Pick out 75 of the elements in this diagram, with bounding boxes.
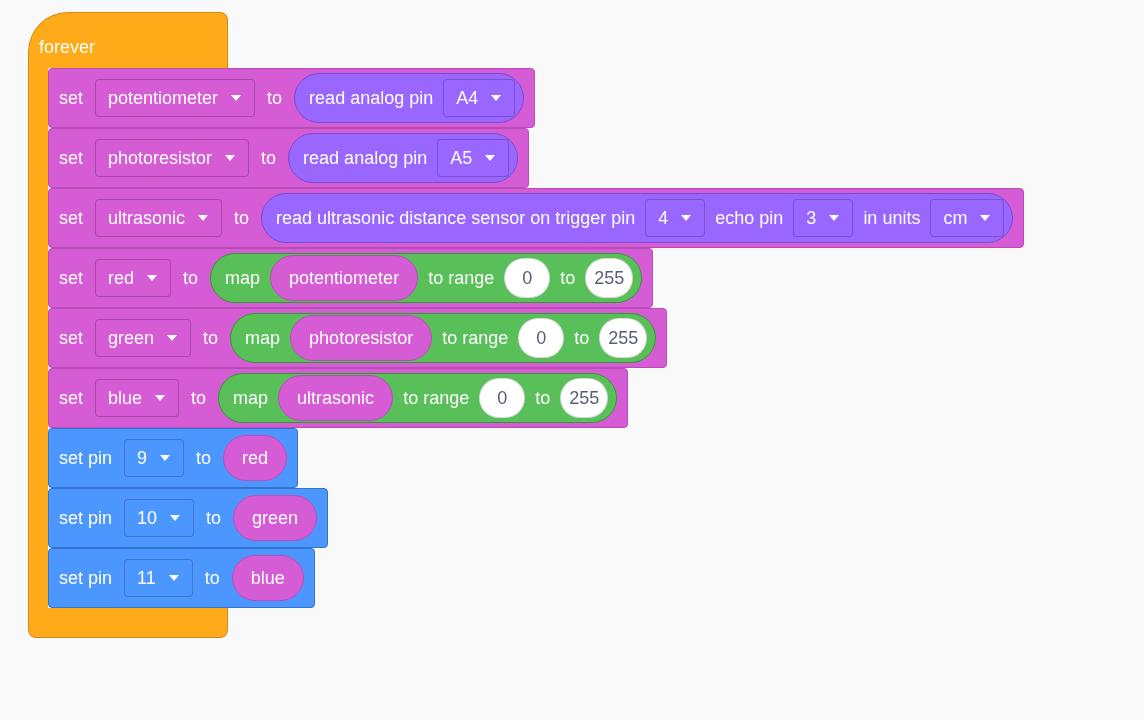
- dropdown-menu: ultrasonic: [95, 199, 223, 237]
- dropdown-menu: photoresistor: [95, 139, 250, 177]
- block-label: to: [560, 267, 576, 289]
- block-label: to range: [442, 327, 509, 349]
- block-label: to: [203, 327, 219, 349]
- map-reporter-block: [218, 373, 618, 423]
- dropdown-menu: 11: [124, 559, 193, 597]
- block-label: to: [191, 387, 207, 409]
- variable-reporter: blue: [231, 555, 304, 601]
- number-field: 255: [560, 378, 609, 418]
- block-label: in units: [863, 207, 921, 229]
- variable-reporter: green: [233, 495, 318, 541]
- number-field: 0: [518, 318, 565, 358]
- forever-loop-header: [28, 12, 228, 68]
- number-field: 0: [479, 378, 526, 418]
- variable-reporter: ultrasonic: [278, 375, 394, 421]
- block-label: map: [245, 327, 281, 349]
- set-variable-block: [48, 128, 530, 188]
- dropdown-menu: green: [95, 319, 192, 357]
- block-label: read ultrasonic distance sensor on trigger pin: [276, 207, 636, 229]
- dropdown-menu: 4: [645, 199, 706, 237]
- number-field: 255: [585, 258, 634, 298]
- dropdown-menu: 3: [793, 199, 854, 237]
- block-label: to: [267, 87, 283, 109]
- block-label: set: [59, 267, 83, 289]
- set-variable-block: [48, 188, 1025, 248]
- dropdown-menu: 9: [124, 439, 185, 477]
- set-variable-block: [48, 68, 536, 128]
- variable-reporter: red: [223, 435, 288, 481]
- block-label: set: [59, 387, 83, 409]
- sensor-reporter-block: [288, 133, 519, 183]
- block-label: to: [183, 267, 199, 289]
- block-label: echo pin: [715, 207, 784, 229]
- dropdown-menu: A4: [443, 79, 516, 117]
- dropdown-menu: red: [95, 259, 172, 297]
- dropdown-menu: cm: [930, 199, 1005, 237]
- set-variable-block: [48, 368, 629, 428]
- set-pin-block: [48, 488, 329, 548]
- block-label: to: [234, 207, 250, 229]
- number-field: 255: [599, 318, 648, 358]
- block-label: to: [535, 387, 551, 409]
- block-label: map: [225, 267, 261, 289]
- block-label: read analog pin: [309, 87, 434, 109]
- block-label: to: [261, 147, 277, 169]
- block-label: set: [59, 87, 83, 109]
- block-label: forever: [39, 37, 96, 58]
- block-label: set pin: [59, 507, 113, 529]
- set-variable-block: [48, 308, 668, 368]
- block-label: to range: [428, 267, 495, 289]
- sensor-reporter-block: [261, 193, 1014, 243]
- map-reporter-block: [230, 313, 657, 363]
- block-label: to: [196, 447, 212, 469]
- sensor-reporter-block: [294, 73, 525, 123]
- block-label: to: [206, 507, 222, 529]
- dropdown-menu: blue: [95, 379, 180, 417]
- block-label: set pin: [59, 567, 113, 589]
- block-label: to: [204, 567, 220, 589]
- block-label: set: [59, 207, 83, 229]
- number-field: 0: [504, 258, 551, 298]
- variable-reporter: potentiometer: [270, 255, 419, 301]
- block-label: set: [59, 147, 83, 169]
- block-label: to range: [403, 387, 470, 409]
- set-pin-block: [48, 548, 315, 608]
- dropdown-menu: A5: [437, 139, 510, 177]
- block-label: set pin: [59, 447, 113, 469]
- block-label: read analog pin: [303, 147, 428, 169]
- block-label: to: [574, 327, 590, 349]
- block-label: map: [233, 387, 269, 409]
- dropdown-menu: potentiometer: [95, 79, 256, 117]
- block-label: set: [59, 327, 83, 349]
- dropdown-menu: 10: [124, 499, 195, 537]
- set-pin-block: [48, 428, 299, 488]
- variable-reporter: photoresistor: [290, 315, 433, 361]
- set-variable-block: [48, 248, 654, 308]
- map-reporter-block: [210, 253, 643, 303]
